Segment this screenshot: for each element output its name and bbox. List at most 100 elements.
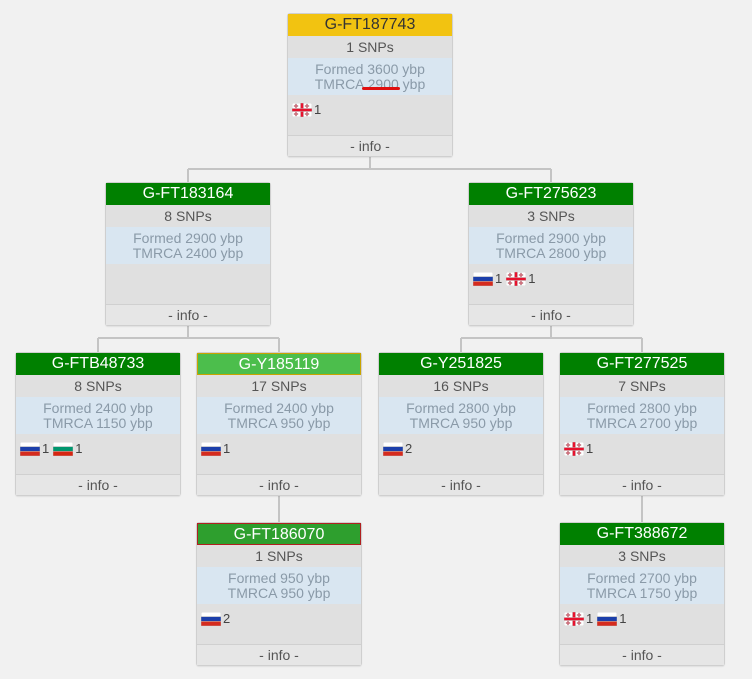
- russia-flag-icon: [382, 441, 404, 457]
- flag-item[interactable]: 1: [596, 610, 627, 628]
- flag-count: 2: [223, 611, 231, 627]
- formed-age: Formed 2900 ybp: [133, 230, 243, 246]
- tmrca-age: TMRCA 2400 ybp: [132, 245, 244, 261]
- country-flags: 1: [560, 434, 724, 474]
- node-title[interactable]: G-FT277525: [560, 353, 724, 375]
- snp-count: 8 SNPs: [74, 378, 122, 394]
- flag-item[interactable]: 1: [19, 440, 50, 458]
- node-title[interactable]: G-FT183164: [106, 183, 270, 205]
- formed-age: Formed 950 ybp: [228, 570, 330, 586]
- flag-item[interactable]: 1: [291, 101, 322, 119]
- flag-item[interactable]: 1: [563, 610, 594, 628]
- flag-item[interactable]: 1: [200, 440, 230, 458]
- flag-count: 1: [586, 441, 594, 457]
- snp-count: 3 SNPs: [527, 208, 575, 224]
- snp-count: 8 SNPs: [164, 208, 212, 224]
- flag-count: 1: [314, 102, 322, 118]
- russia-flag-icon: [200, 441, 222, 457]
- formed-age: Formed 2900 ybp: [496, 230, 606, 246]
- flag-item[interactable]: 1: [472, 270, 502, 288]
- tmrca-age: TMRCA 950 ybp: [409, 415, 513, 431]
- tmrca-age: TMRCA 950 ybp: [227, 585, 331, 601]
- russia-flag-icon: [472, 271, 494, 287]
- info-link[interactable]: - info -: [379, 474, 543, 495]
- snp-count: 1 SNPs: [255, 548, 303, 564]
- tmrca-age: TMRCA 2700 ybp: [586, 415, 698, 431]
- georgia-flag-icon: [563, 611, 585, 627]
- country-flags: 1: [197, 434, 361, 474]
- flag-item[interactable]: 1: [52, 440, 83, 458]
- info-link[interactable]: - info -: [16, 474, 180, 495]
- flag-count: 1: [75, 441, 83, 457]
- node-title[interactable]: G-Y251825: [379, 353, 543, 375]
- snp-count: 16 SNPs: [433, 378, 489, 394]
- node-title[interactable]: G-FTB48733: [16, 353, 180, 375]
- node-title[interactable]: G-FT388672: [560, 523, 724, 545]
- formed-age: Formed 2400 ybp: [224, 400, 334, 416]
- country-flags: [106, 264, 270, 304]
- flag-count: 1: [619, 611, 627, 627]
- georgia-flag-icon: [505, 271, 527, 287]
- formed-age: Formed 3600 ybp: [315, 61, 425, 77]
- info-link[interactable]: - info -: [560, 644, 724, 665]
- node-title[interactable]: G-FT187743: [288, 14, 452, 36]
- country-flags: 2: [379, 434, 543, 474]
- info-link[interactable]: - info -: [560, 474, 724, 495]
- snp-count: 1 SNPs: [346, 39, 394, 55]
- country-flags: 2: [197, 604, 361, 644]
- flag-count: 1: [586, 611, 594, 627]
- russia-flag-icon: [19, 441, 41, 457]
- info-link[interactable]: - info -: [106, 304, 270, 325]
- info-link[interactable]: - info -: [469, 304, 633, 325]
- formed-age: Formed 2400 ybp: [43, 400, 153, 416]
- tmrca-age: TMRCA 950 ybp: [227, 415, 331, 431]
- info-link[interactable]: - info -: [288, 135, 452, 156]
- flag-count: 1: [528, 271, 536, 287]
- flag-item[interactable]: 1: [505, 270, 536, 288]
- node-title[interactable]: G-FT275623: [469, 183, 633, 205]
- tmrca-age: TMRCA 1750 ybp: [586, 585, 698, 601]
- russia-flag-icon: [596, 611, 618, 627]
- georgia-flag-icon: [563, 441, 585, 457]
- node-title[interactable]: G-Y185119: [197, 353, 361, 375]
- snp-count: 7 SNPs: [618, 378, 666, 394]
- tmrca-age: TMRCA 2800 ybp: [495, 245, 607, 261]
- formed-age: Formed 2800 ybp: [587, 400, 697, 416]
- russia-flag-icon: [200, 611, 222, 627]
- node-title[interactable]: G-FT186070: [197, 523, 361, 545]
- flag-count: 1: [42, 441, 50, 457]
- flag-item[interactable]: 1: [563, 440, 594, 458]
- flag-item[interactable]: 2: [200, 610, 231, 628]
- info-link[interactable]: - info -: [197, 474, 361, 495]
- info-link[interactable]: - info -: [197, 644, 361, 665]
- georgia-flag-icon: [291, 102, 313, 118]
- snp-count: 3 SNPs: [618, 548, 666, 564]
- country-flags: 1: [288, 95, 452, 135]
- flag-item[interactable]: 2: [382, 440, 412, 458]
- tmrca-age: TMRCA 1150 ybp: [43, 415, 153, 431]
- formed-age: Formed 2700 ybp: [587, 570, 697, 586]
- snp-count: 17 SNPs: [251, 378, 307, 394]
- bulgaria-flag-icon: [52, 441, 74, 457]
